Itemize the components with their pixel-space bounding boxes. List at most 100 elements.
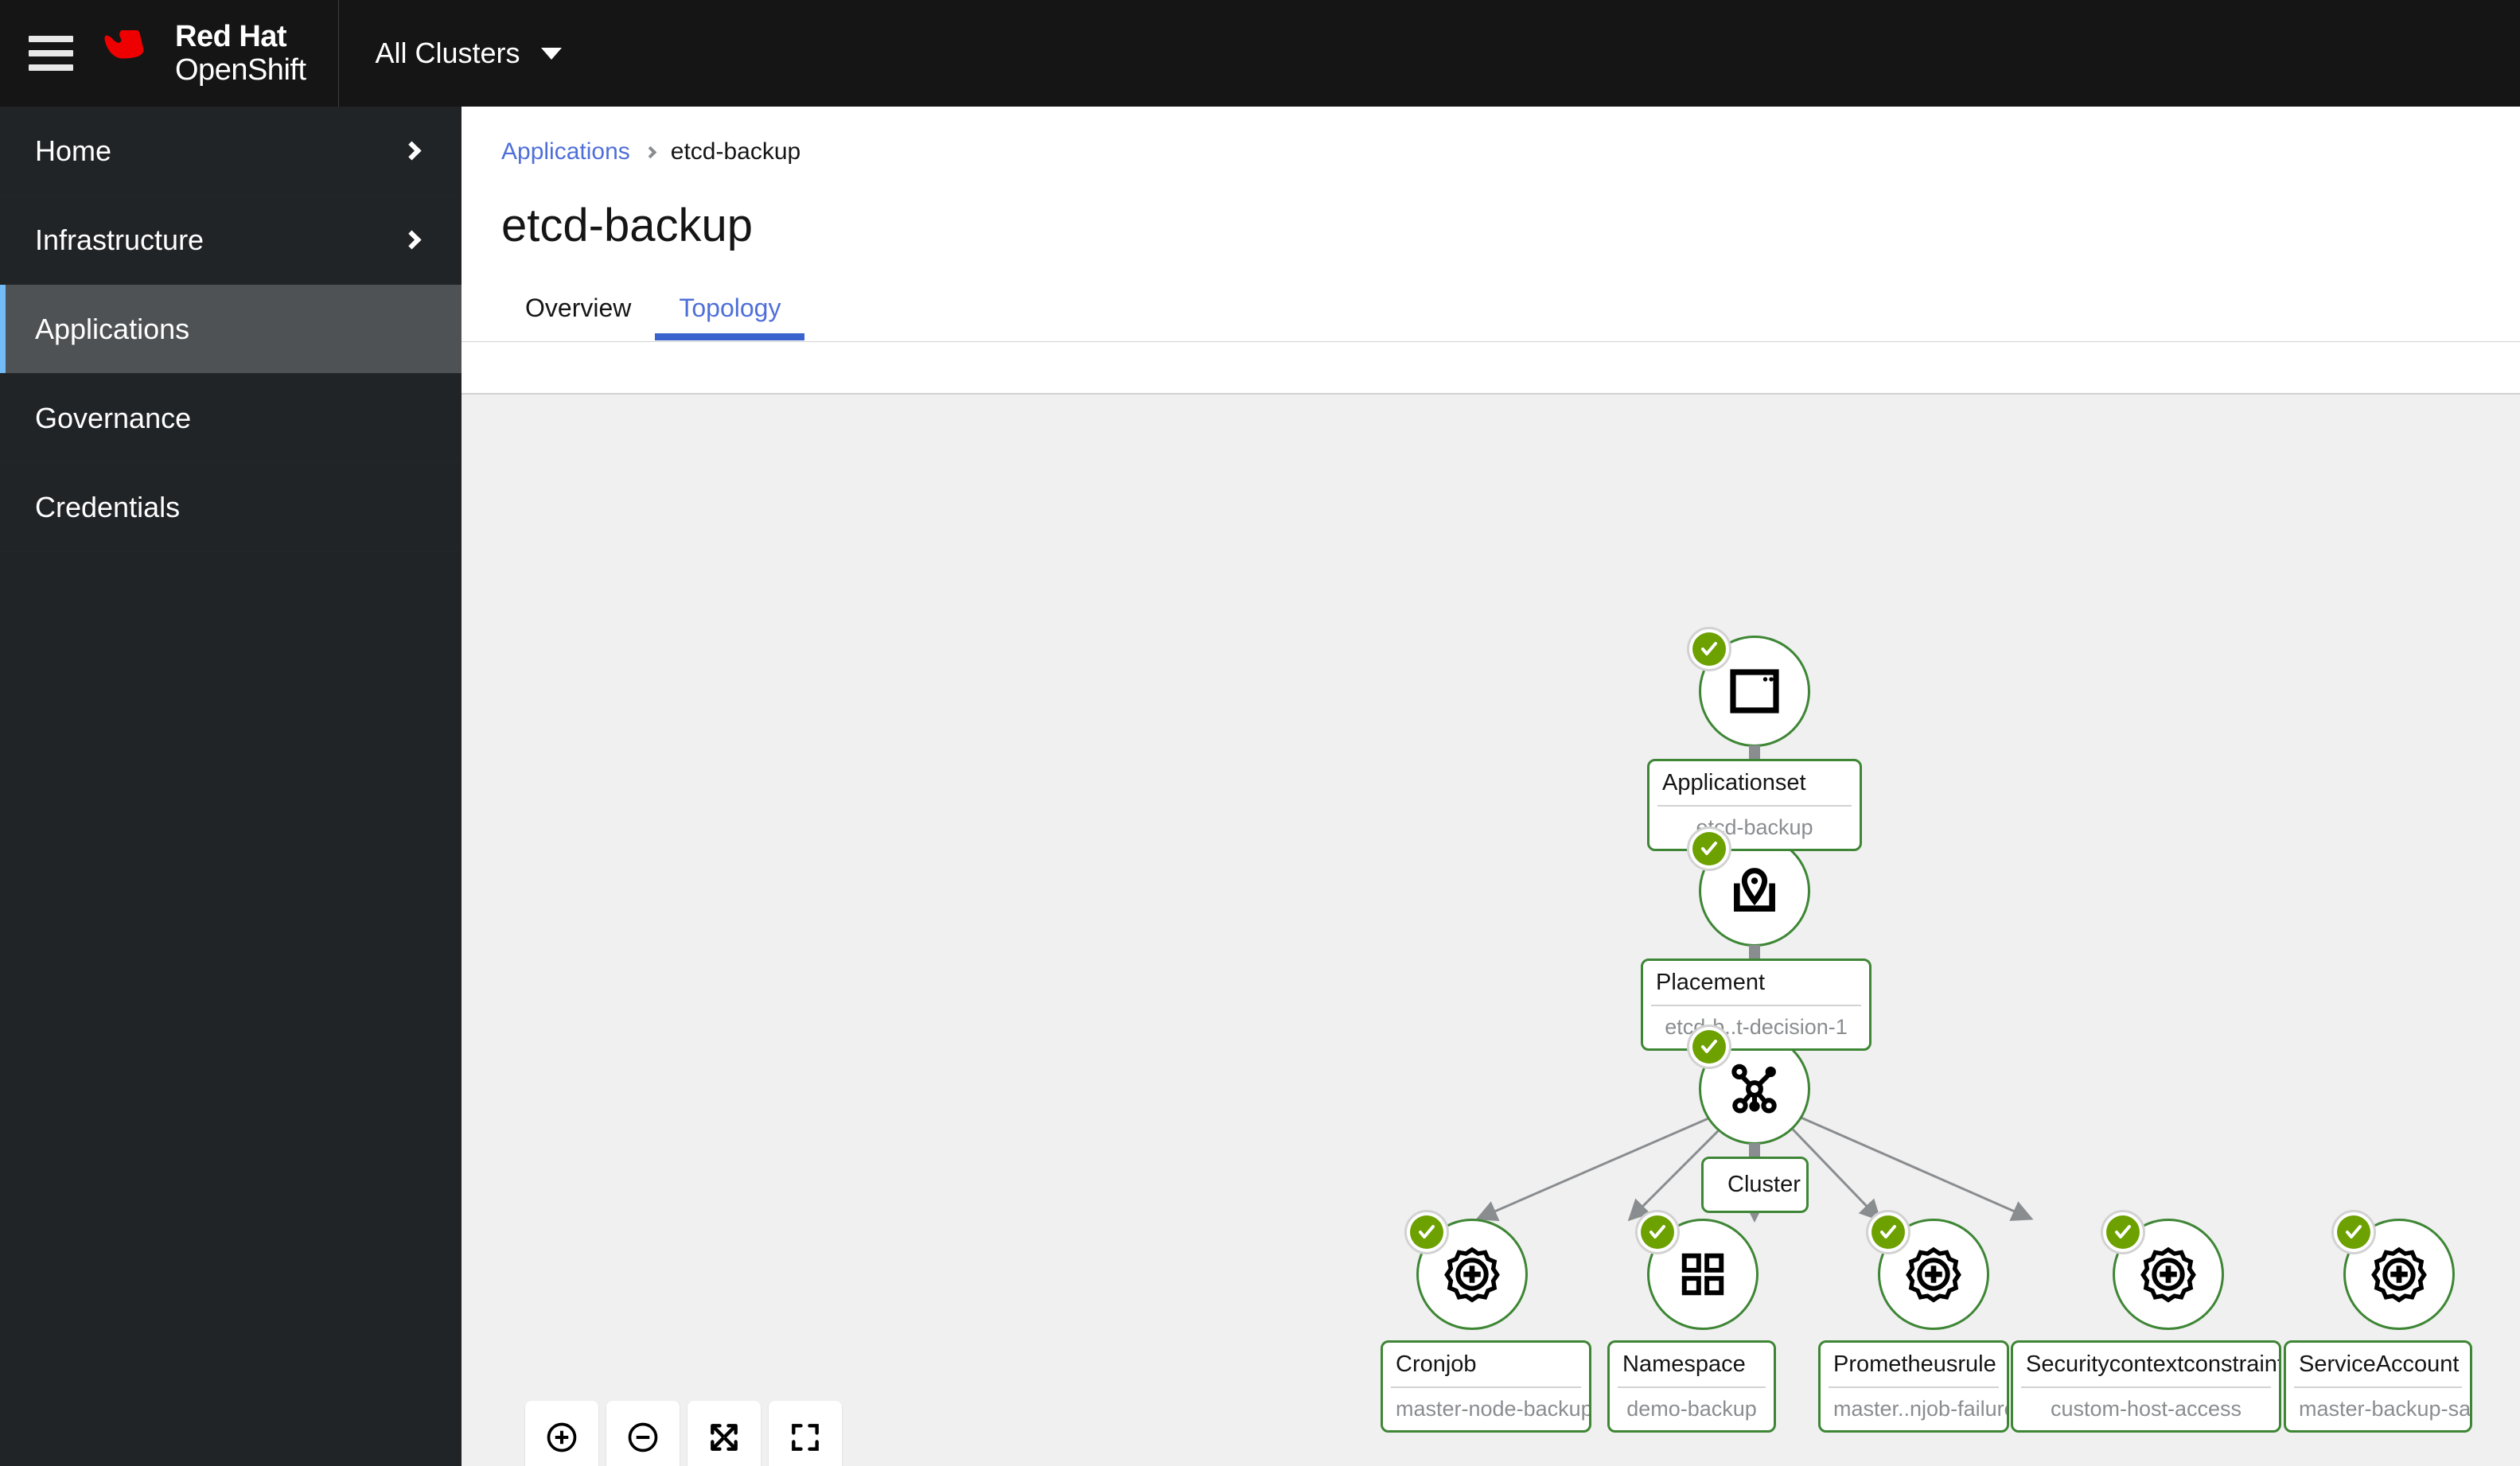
gear-plus-icon: [2371, 1246, 2427, 1303]
status-badge: [2331, 1210, 2376, 1254]
node-kind: Prometheusrule: [1833, 1351, 1996, 1377]
check-circle-icon: [2337, 1215, 2370, 1249]
edge-cluster-scc: [1777, 1113, 1882, 1222]
node-circle-securitycontextconstraints[interactable]: [2101, 1210, 2224, 1330]
node-name: master-backup-sa: [2299, 1397, 2471, 1421]
node-kind: Securitycontextconstraints: [2026, 1351, 2281, 1377]
node-name: master-node-backup: [1396, 1397, 1591, 1421]
topology-canvas[interactable]: Applicationset etcd-backup: [462, 395, 2520, 1466]
node-circle-prometheusrule[interactable]: [1866, 1210, 1989, 1330]
node-name: etcd-b..t-decision-1: [1665, 1015, 1848, 1039]
edge-cluster-namespace: [1627, 1113, 1736, 1222]
breadcrumb-applications-link[interactable]: Applications: [501, 138, 630, 165]
sidebar-item-governance[interactable]: Governance: [0, 374, 462, 463]
reset-view-button[interactable]: [769, 1401, 842, 1466]
cluster-selector-label: All Clusters: [375, 37, 520, 69]
sidebar-item-credentials[interactable]: Credentials: [0, 463, 462, 552]
expand-arrows-icon: [711, 1424, 738, 1451]
node-label-securitycontextconstraints[interactable]: Securitycontextconstraints custom-host-a…: [2011, 1340, 2281, 1433]
header-bottom-border: [462, 393, 2520, 395]
sidebar-item-label: Home: [35, 134, 112, 167]
node-kind: Cronjob: [1396, 1351, 1477, 1377]
zoom-in-icon: [547, 1422, 577, 1452]
sidebar-item-label: Governance: [35, 401, 192, 434]
application-window-icon: [1730, 669, 1779, 714]
masthead: Red Hat OpenShift All Clusters: [0, 0, 2520, 107]
label-divider: [1657, 805, 1852, 807]
label-divider: [1829, 1386, 1999, 1388]
check-circle-icon: [1692, 1030, 1726, 1064]
node-label-cluster[interactable]: Cluster: [1701, 1157, 1809, 1213]
node-label-serviceaccount[interactable]: ServiceAccount master-backup-sa: [2284, 1340, 2472, 1433]
page-title: etcd-backup: [501, 200, 753, 251]
tab-label: Topology: [679, 294, 781, 322]
cluster-selector[interactable]: All Clusters: [339, 0, 598, 107]
node-kind: ServiceAccount: [2299, 1351, 2460, 1377]
chevron-right-icon: [644, 146, 657, 158]
sidebar-item-label: Credentials: [35, 490, 181, 523]
node-label-prometheusrule[interactable]: Prometheusrule master..njob-failure: [1818, 1340, 2009, 1433]
node-circle-applicationset[interactable]: [1687, 627, 1810, 747]
edge-cluster-serviceaccount: [1784, 1109, 2034, 1221]
cluster-hub-icon: [1731, 1064, 1777, 1114]
label-divider: [1618, 1386, 1766, 1388]
zoom-out-button[interactable]: [606, 1401, 680, 1466]
status-badge: [2101, 1210, 2145, 1254]
caret-down-icon: [540, 47, 562, 60]
tab-bar-rule: [462, 341, 2520, 342]
node-stub: [1749, 745, 1760, 760]
tab-label: Overview: [525, 294, 632, 322]
node-label-cronjob[interactable]: Cronjob master-node-backup: [1381, 1340, 1591, 1433]
node-circle-cronjob[interactable]: [1404, 1210, 1528, 1330]
sidebar-item-home[interactable]: Home: [0, 107, 462, 196]
status-badge: [1687, 826, 1731, 871]
status-badge: [1687, 1025, 1731, 1069]
node-kind: Cluster: [1727, 1172, 1801, 1197]
check-circle-icon: [1871, 1215, 1905, 1249]
topology-toolbar: [525, 1401, 842, 1466]
sidebar-nav: Home Infrastructure Applications Governa…: [0, 107, 462, 1466]
label-divider: [1391, 1386, 1581, 1388]
toolbar-placeholder: [462, 342, 2520, 393]
chevron-right-icon: [402, 230, 422, 250]
node-label-applicationset[interactable]: Applicationset etcd-backup: [1647, 759, 1862, 851]
zoom-in-button[interactable]: [525, 1401, 598, 1466]
node-name: custom-host-access: [2050, 1397, 2242, 1421]
sidebar-item-label: Applications: [35, 312, 190, 345]
status-badge: [1635, 1210, 1680, 1254]
zoom-out-icon: [628, 1422, 658, 1452]
node-label-namespace[interactable]: Namespace demo-backup: [1607, 1340, 1776, 1433]
masthead-divider: [337, 0, 339, 107]
brand-logo[interactable]: Red Hat OpenShift: [99, 21, 338, 85]
main-content: Applications etcd-backup etcd-backup Ove…: [462, 107, 2520, 1466]
page-header: Applications etcd-backup etcd-backup Ove…: [462, 107, 2520, 340]
check-circle-icon: [1692, 832, 1726, 865]
placement-pin-icon: [1734, 868, 1775, 912]
sidebar-item-infrastructure[interactable]: Infrastructure: [0, 196, 462, 285]
tab-bar: Overview Topology: [501, 294, 2480, 340]
tab-topology[interactable]: Topology: [655, 294, 805, 340]
hamburger-icon[interactable]: [29, 36, 73, 71]
node-kind: Applicationset: [1662, 770, 1806, 795]
node-name: master..njob-failure: [1833, 1397, 2009, 1421]
label-divider: [2021, 1386, 2271, 1388]
red-hat-logo-icon: [99, 30, 148, 71]
check-circle-icon: [1641, 1215, 1674, 1249]
node-circle-namespace[interactable]: [1635, 1210, 1759, 1330]
label-divider: [2294, 1386, 2462, 1388]
chevron-right-icon: [402, 141, 422, 161]
label-divider: [1651, 1005, 1861, 1006]
node-name: etcd-backup: [1696, 815, 1813, 839]
sidebar-item-applications[interactable]: Applications: [0, 285, 462, 374]
tab-overview[interactable]: Overview: [501, 294, 655, 340]
fit-to-screen-icon: [792, 1424, 819, 1451]
check-circle-icon: [1692, 632, 1726, 666]
node-circle-serviceaccount[interactable]: [2331, 1210, 2455, 1330]
fit-view-button[interactable]: [687, 1401, 761, 1466]
node-circle-placement[interactable]: [1687, 826, 1810, 947]
node-label-placement[interactable]: Placement etcd-b..t-decision-1: [1641, 959, 1871, 1051]
status-badge: [1404, 1210, 1449, 1254]
node-stub: [1749, 1143, 1760, 1157]
brand-line-2: OpenShift: [175, 53, 306, 87]
